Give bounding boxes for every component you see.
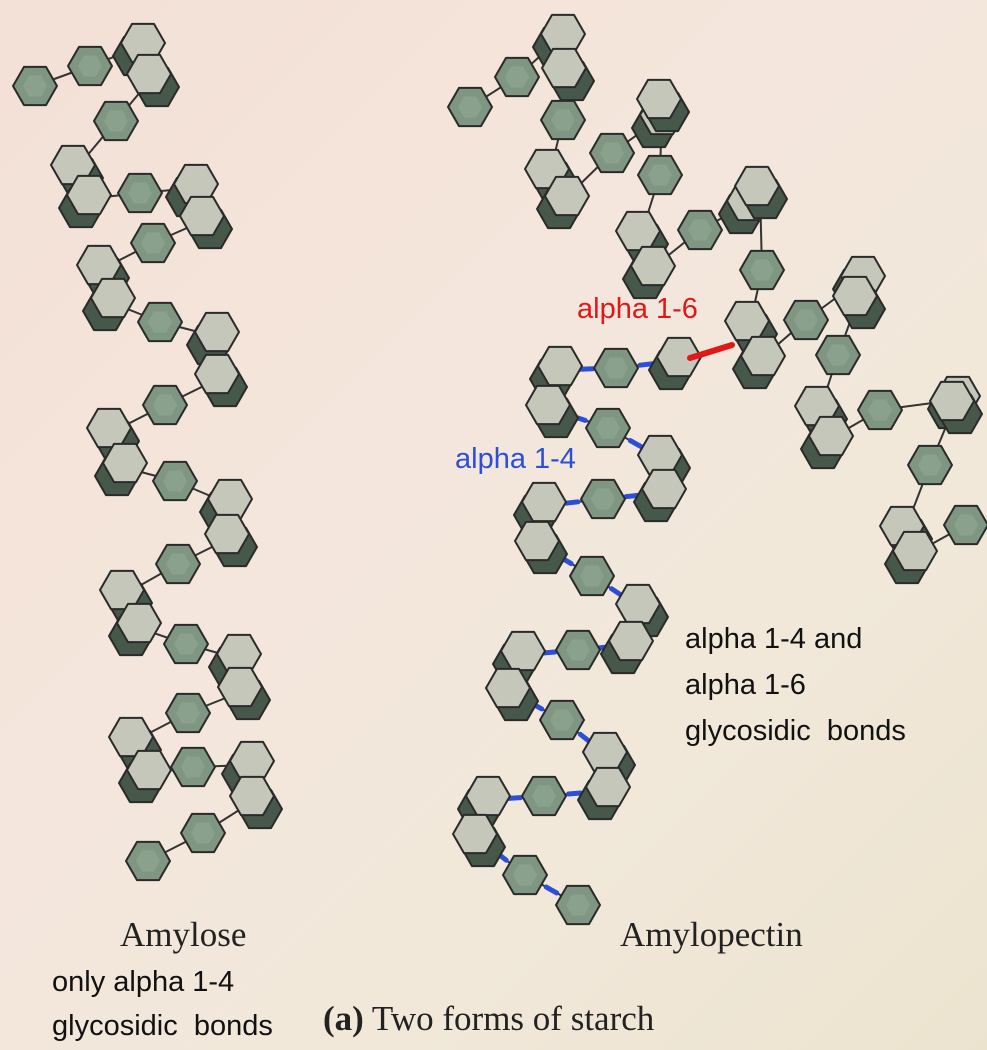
glucose-ring <box>526 386 578 437</box>
glucose-ring <box>230 777 282 828</box>
glucose-ring <box>678 211 722 249</box>
glucose-ring <box>205 515 257 566</box>
glucose-ring <box>784 301 828 339</box>
amylopectin-bond-note-line3: glycosidic bonds <box>685 708 906 754</box>
alpha-1-4-bond-mark <box>611 589 621 596</box>
glucose-ring <box>180 197 232 248</box>
amylopectin-title: Amylopectin <box>620 915 803 955</box>
caption-letter: (a) <box>323 999 364 1038</box>
glucose-ring <box>495 58 539 96</box>
amylose-title: Amylose <box>120 915 246 955</box>
glucose-ring <box>13 67 57 105</box>
amylopectin-bond-note-line1: alpha 1-4 and <box>685 616 906 662</box>
glucose-ring <box>171 748 215 786</box>
glucose-ring <box>181 814 225 852</box>
caption-text: Two forms of starch <box>364 999 654 1038</box>
alpha-1-4-bond-mark <box>546 887 556 893</box>
glucose-ring <box>131 224 175 262</box>
alpha-1-4-bond-mark <box>580 734 589 741</box>
glucose-ring <box>816 336 860 374</box>
glucose-ring <box>556 886 600 924</box>
glucose-ring <box>542 49 594 100</box>
amylopectin-bond-note: alpha 1-4 and alpha 1-6 glycosidic bonds <box>685 616 906 754</box>
glucose-ring <box>68 47 112 85</box>
glucose-ring <box>858 391 902 429</box>
glucose-ring <box>601 622 653 673</box>
glucose-ring <box>522 777 566 815</box>
glucose-ring <box>586 409 630 447</box>
alpha-1-4-bond-mark <box>566 502 578 503</box>
glucose-ring <box>166 694 210 732</box>
glucose-ring <box>908 446 952 484</box>
alpha-1-4-bond-mark <box>569 793 581 794</box>
glucose-ring <box>143 386 187 424</box>
amylopectin-main-chain <box>453 338 701 924</box>
alpha-1-4-bond-mark <box>640 364 652 365</box>
glucose-ring <box>164 625 208 663</box>
glucose-ring <box>138 303 182 341</box>
amylose-bond-note: only alpha 1-4 glycosidic bonds <box>52 960 273 1048</box>
glucose-ring <box>218 668 270 719</box>
glucose-ring <box>638 156 682 194</box>
glucose-ring <box>634 470 686 521</box>
amylopectin-bond-note-line2: alpha 1-6 <box>685 662 906 708</box>
glucose-ring <box>649 338 701 389</box>
glucose-ring <box>944 506 987 544</box>
alpha-1-4-bond-mark <box>509 798 521 799</box>
glucose-ring <box>578 768 630 819</box>
glucose-ring <box>541 101 585 139</box>
amylose-bond-note-line2: glycosidic bonds <box>52 1004 273 1048</box>
amylose-chain <box>13 24 282 880</box>
glucose-ring <box>195 355 247 406</box>
glucose-ring <box>453 815 505 866</box>
glucose-ring <box>153 462 197 500</box>
amylose-bond-note-line1: only alpha 1-4 <box>52 960 273 1004</box>
glucose-ring <box>503 856 547 894</box>
glucose-ring <box>594 349 638 387</box>
glucose-ring <box>590 134 634 172</box>
glucose-ring <box>448 88 492 126</box>
figure-caption: (a) Two forms of starch <box>323 999 654 1039</box>
glucose-ring <box>156 545 200 583</box>
alpha-1-4-bond-mark <box>630 441 640 447</box>
glucose-ring <box>556 631 600 669</box>
glucose-ring <box>94 102 138 140</box>
alpha-1-4-label: alpha 1-4 <box>455 443 576 476</box>
alpha-1-6-label: alpha 1-6 <box>577 293 698 326</box>
glucose-ring <box>118 174 162 212</box>
glucose-ring <box>570 557 614 595</box>
glucose-ring <box>540 701 584 739</box>
glucose-ring <box>126 842 170 880</box>
glucose-ring <box>740 251 784 289</box>
glucose-ring <box>515 522 567 573</box>
glucose-ring <box>581 480 625 518</box>
